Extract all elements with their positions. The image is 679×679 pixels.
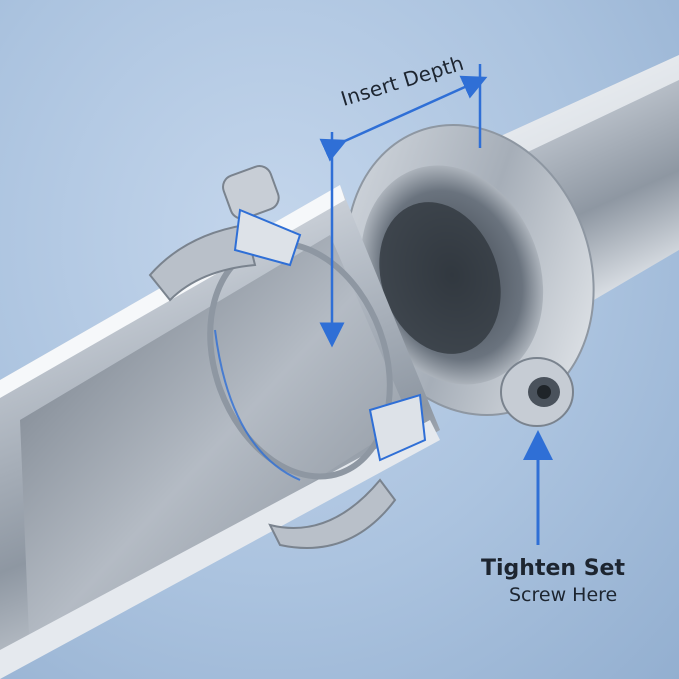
clamp-top: [148, 165, 302, 302]
screw-here-label: Screw Here: [509, 584, 618, 606]
clamp-bottom: [268, 393, 427, 549]
left-pipe-cutaway: [0, 185, 440, 679]
set-screw-icon: [500, 357, 574, 427]
tighten-set-label: Tighten Set: [481, 556, 625, 581]
clamp-screw: [222, 165, 280, 220]
coupling-body: [345, 123, 595, 417]
right-pipe: [470, 55, 679, 320]
insert-depth-dimension: [319, 64, 488, 348]
